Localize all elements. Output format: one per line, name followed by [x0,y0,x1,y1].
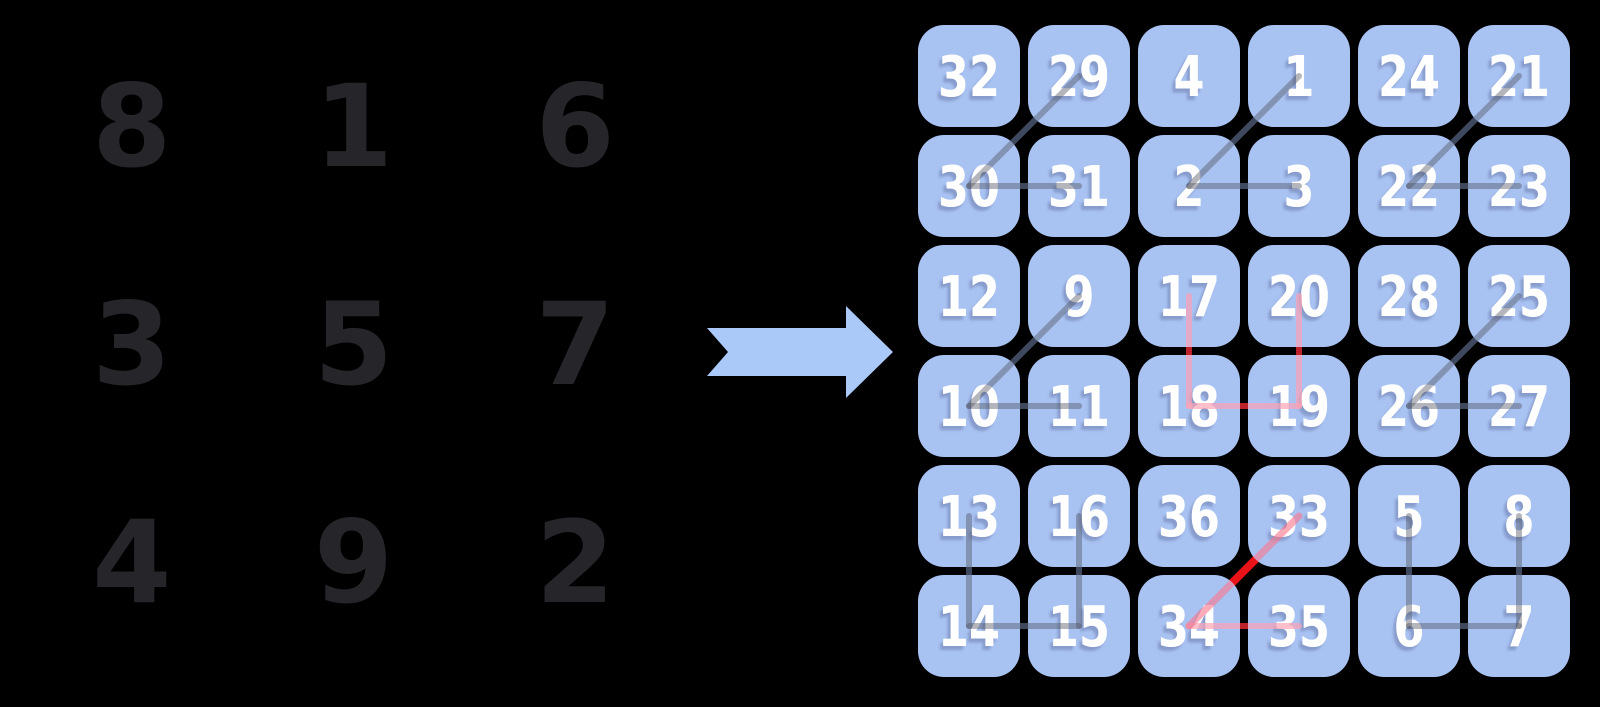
magic-square-number: 7 [535,277,615,411]
grid-number-25: 25 [1488,265,1550,330]
grid-number-12: 12 [938,265,1000,330]
grid-cell-13 [918,465,1020,567]
grid-cell-5 [1358,465,1460,567]
grid-number-29: 29 [1048,45,1110,110]
grid-cell-2 [1138,135,1240,237]
grid-number-31: 31 [1048,155,1110,220]
grid-cell-30 [918,135,1020,237]
grid-number-26: 26 [1378,375,1440,440]
grid-cell-23 [1468,135,1570,237]
grid-number-8: 8 [1504,485,1535,550]
grid-number-9: 9 [1064,265,1095,330]
grid-number-36: 36 [1158,485,1220,550]
transform-arrow-icon [707,306,893,398]
grid-number-6: 6 [1394,595,1425,660]
grid-cell-28 [1358,245,1460,347]
grid-number-4: 4 [1174,45,1205,110]
grid-cell-22 [1358,135,1460,237]
grid-cell-26 [1358,355,1460,457]
magic-square-number: 9 [313,495,393,629]
grid-cell-11 [1028,355,1130,457]
grid-number-3: 3 [1284,155,1315,220]
grid-number-2: 2 [1174,155,1205,220]
grid-cell-32 [918,25,1020,127]
grid-number-10: 10 [938,375,1000,440]
grid-cell-21 [1468,25,1570,127]
grid-cell-25 [1468,245,1570,347]
grid-number-30: 30 [938,155,1000,220]
grid-cell-8 [1468,465,1570,567]
grid-number-7: 7 [1504,595,1535,660]
magic-square-number: 5 [313,277,393,411]
grid-cell-14 [918,575,1020,677]
grid-cell-15 [1028,575,1130,677]
magic-square-number: 1 [313,60,393,194]
grid-cell-6 [1358,575,1460,677]
grid-number-1: 1 [1284,45,1315,110]
magic-square-panel: 8 1 6 3 5 7 4 9 2 [20,18,685,671]
grid-number-11: 11 [1048,375,1110,440]
grid-cell-12 [918,245,1020,347]
grid-number-24: 24 [1378,45,1440,110]
grid-cell-3 [1248,135,1350,237]
grid-cell-31 [1028,135,1130,237]
grid-number-23: 23 [1488,155,1550,220]
magic-square-number: 4 [92,495,171,629]
grid-cell-29 [1028,25,1130,127]
magic-square-number: 6 [535,60,615,194]
magic-square-number: 8 [92,60,171,194]
grid-number-22: 22 [1378,155,1440,220]
grid-cell-7 [1468,575,1570,677]
grid-cell-16 [1028,465,1130,567]
grid-number-32: 32 [938,45,1000,110]
grid-number-14: 14 [938,595,1000,660]
grid-cell-36 [1138,465,1240,567]
grid-cell-27 [1468,355,1570,457]
grid-cell-10 [918,355,1020,457]
grid-cell-9 [1028,245,1130,347]
grid-number-28: 28 [1378,265,1440,330]
grid-cell-1 [1248,25,1350,127]
grid-number-13: 13 [938,485,1000,550]
grid-number-27: 27 [1488,375,1550,440]
magic-square-number: 3 [92,277,171,411]
grid-number-16: 16 [1048,485,1110,550]
grid-cell-24 [1358,25,1460,127]
grid-number-5: 5 [1394,485,1425,550]
grid-number-21: 21 [1488,45,1550,110]
grid-cell-4 [1138,25,1240,127]
magic-square-number: 2 [535,495,615,629]
grid-number-15: 15 [1048,595,1110,660]
